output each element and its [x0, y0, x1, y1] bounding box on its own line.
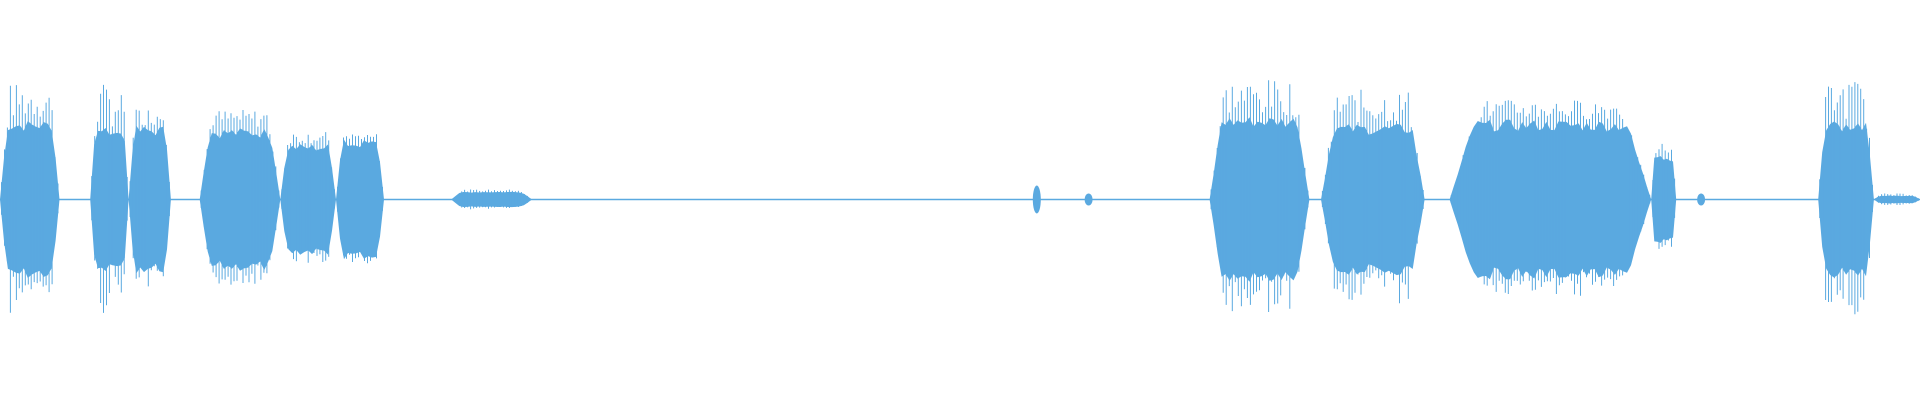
waveform-blip-1 [1084, 193, 1093, 206]
waveform-segment-10 [1651, 156, 1677, 243]
waveform-segment-0 [0, 121, 60, 278]
waveform-spikes-group [1, 80, 1919, 315]
waveform-blip-2 [1697, 193, 1706, 206]
waveform-blip-0 [1032, 185, 1041, 214]
waveform-segment-2 [128, 125, 171, 274]
waveform-segment-5 [336, 139, 384, 260]
